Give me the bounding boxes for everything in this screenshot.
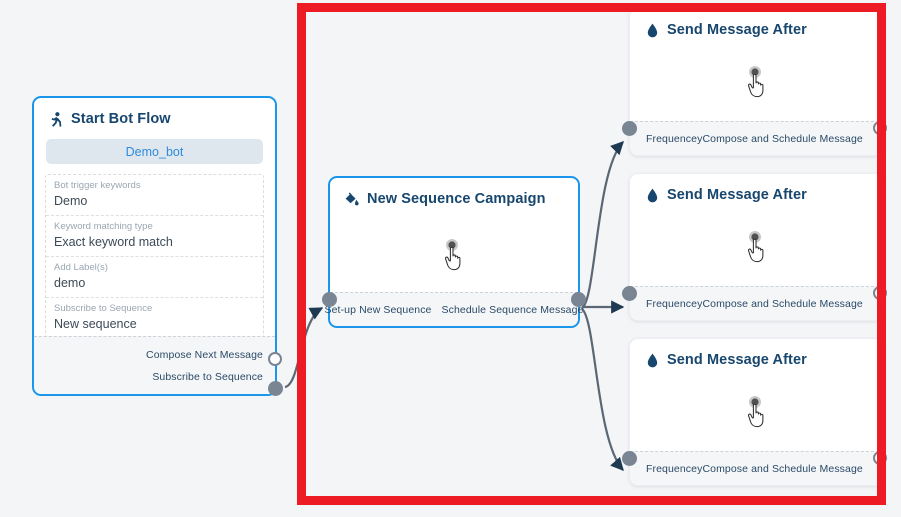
field-label: Keyword matching type [54, 221, 153, 232]
port-label-frequencey: Frequencey [646, 462, 703, 475]
port-label-subscribe-to-sequence: Subscribe to Sequence [152, 370, 263, 383]
node-send-message-after-2[interactable]: Send Message After Frequencey Compose an… [622, 173, 887, 321]
field-value: demo [54, 276, 86, 290]
port-frequencey[interactable] [622, 451, 637, 466]
running-person-icon [48, 111, 64, 127]
port-setup-new-sequence[interactable] [322, 292, 337, 307]
node-send-message-after-3-title: Send Message After [667, 351, 807, 368]
node-send-message-after-3[interactable]: Send Message After Frequencey Compose an… [622, 338, 887, 486]
node-new-sequence-campaign[interactable]: New Sequence Campaign Set-up New Sequenc… [322, 176, 586, 328]
node-start-bot-flow-header: Start Bot Flow [34, 98, 275, 127]
field-value: Exact keyword match [54, 235, 173, 249]
port-frequencey[interactable] [622, 286, 637, 301]
node-start-bot-flow-title: Start Bot Flow [71, 110, 171, 127]
node-send-message-after-3-header: Send Message After [630, 339, 884, 368]
port-label-compose-and-schedule-message: Compose and Schedule Message [702, 462, 863, 475]
field-bot-trigger-keywords[interactable]: Bot trigger keywords Demo [46, 175, 263, 216]
port-subscribe-to-sequence[interactable] [268, 381, 283, 396]
port-label-schedule-sequence-message: Schedule Sequence Message [441, 303, 584, 316]
port-label-frequencey: Frequencey [646, 297, 703, 310]
bot-name-pill[interactable]: Demo_bot [46, 139, 263, 164]
paint-bucket-icon [344, 191, 360, 207]
field-label: Subscribe to Sequence [54, 303, 153, 314]
field-value: Demo [54, 194, 88, 208]
water-drop-icon [644, 187, 660, 203]
pointing-hand-cursor-icon [734, 226, 780, 268]
port-frequencey[interactable] [622, 121, 637, 136]
port-label-compose-and-schedule-message: Compose and Schedule Message [702, 297, 863, 310]
node-send-message-after-1-footer: Frequencey Compose and Schedule Message [630, 121, 884, 155]
water-drop-icon [644, 352, 660, 368]
node-start-bot-flow[interactable]: Start Bot Flow Demo_bot Bot trigger keyw… [32, 96, 283, 396]
port-schedule-sequence-message[interactable] [571, 292, 586, 307]
node-start-bot-flow-footer: Compose Next Message Subscribe to Sequen… [34, 336, 275, 394]
pointing-hand-cursor-icon [734, 391, 780, 433]
port-label-frequencey: Frequencey [646, 132, 703, 145]
node-new-sequence-campaign-header: New Sequence Campaign [330, 178, 578, 207]
node-send-message-after-2-header: Send Message After [630, 174, 884, 203]
field-label: Add Label(s) [54, 262, 108, 273]
field-label: Bot trigger keywords [54, 180, 141, 191]
pointing-hand-cursor-icon [734, 61, 780, 103]
edge-start-to-sequence [284, 307, 324, 389]
bot-settings-list: Bot trigger keywords Demo Keyword matchi… [45, 174, 264, 339]
node-send-message-after-1-title: Send Message After [667, 21, 807, 38]
port-compose-and-schedule-message[interactable] [873, 121, 887, 135]
node-new-sequence-campaign-title: New Sequence Campaign [367, 190, 546, 207]
port-label-compose-next-message: Compose Next Message [146, 348, 263, 361]
node-send-message-after-2-footer: Frequencey Compose and Schedule Message [630, 286, 884, 320]
edge-sequence-to-message-1 [581, 141, 624, 309]
pointing-hand-cursor-icon [431, 234, 477, 276]
water-drop-icon [644, 22, 660, 38]
port-compose-and-schedule-message[interactable] [873, 286, 887, 300]
field-value: New sequence [54, 317, 137, 331]
node-send-message-after-3-footer: Frequencey Compose and Schedule Message [630, 451, 884, 485]
field-subscribe-to-sequence[interactable]: Subscribe to Sequence New sequence [46, 298, 263, 338]
bot-name-label: Demo_bot [125, 144, 184, 159]
field-keyword-matching-type[interactable]: Keyword matching type Exact keyword matc… [46, 216, 263, 257]
node-new-sequence-campaign-footer: Set-up New Sequence Schedule Sequence Me… [325, 292, 583, 326]
field-add-labels[interactable]: Add Label(s) demo [46, 257, 263, 298]
port-compose-next-message[interactable] [268, 352, 282, 366]
port-label-setup-new-sequence: Set-up New Sequence [324, 303, 432, 316]
node-send-message-after-1[interactable]: Send Message After Frequencey Compose an… [622, 8, 887, 156]
port-compose-and-schedule-message[interactable] [873, 451, 887, 465]
port-label-compose-and-schedule-message: Compose and Schedule Message [702, 132, 863, 145]
node-send-message-after-2-title: Send Message After [667, 186, 807, 203]
edge-sequence-to-message-3 [581, 308, 624, 471]
node-send-message-after-1-header: Send Message After [630, 9, 884, 38]
